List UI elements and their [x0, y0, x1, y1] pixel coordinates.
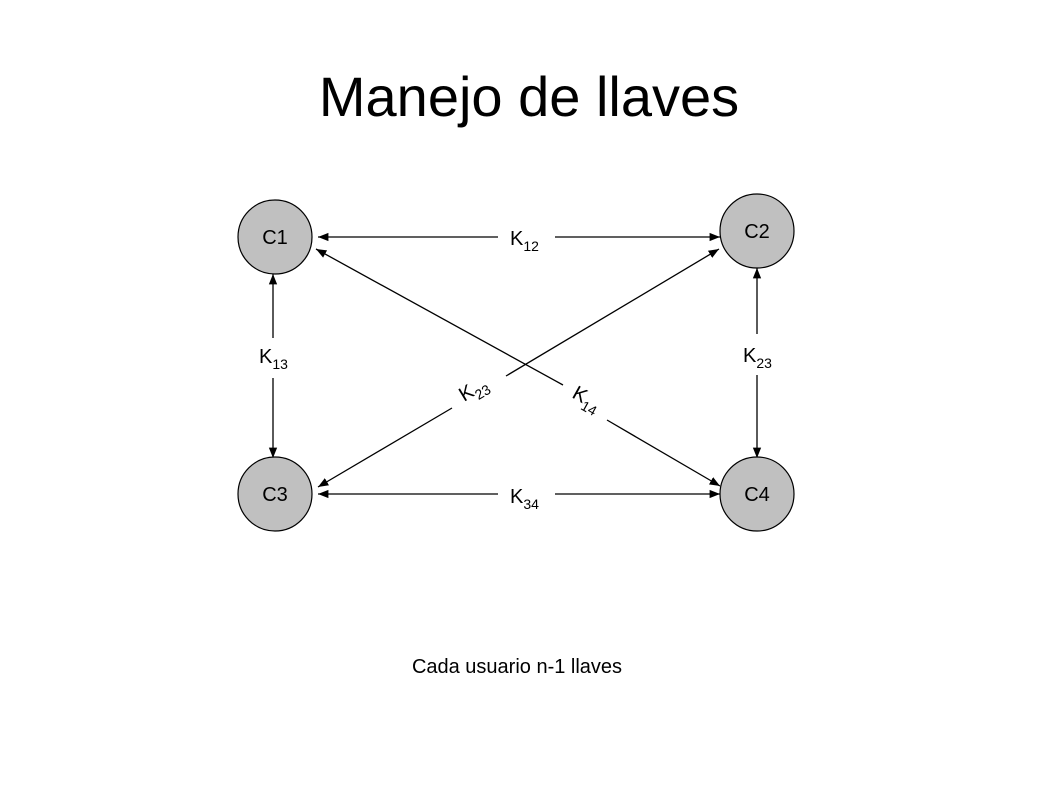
node-c1: C1	[237, 199, 313, 275]
page-title: Manejo de llaves	[318, 65, 740, 128]
edge-label-k34: K34	[510, 486, 539, 512]
edge-label-k23-diagonal: K23	[455, 372, 493, 409]
node-c4: C4	[719, 456, 795, 532]
edge-label-k14: K14	[567, 382, 605, 419]
node-label: C1	[262, 227, 288, 249]
edge-c2-c3	[317, 407, 453, 488]
node-label: C2	[744, 221, 770, 243]
node-label: C3	[262, 484, 288, 506]
node-label: C4	[744, 484, 770, 506]
edge-label-k23: K23	[743, 345, 772, 371]
edge-c2-c3	[505, 248, 720, 377]
node-c2: C2	[719, 193, 795, 269]
node-c3: C3	[237, 456, 313, 532]
edge-c1-c4	[606, 419, 721, 487]
edge-c1-c4	[315, 248, 564, 386]
edge-label-k13: K13	[259, 346, 288, 372]
edge-label-k12: K12	[510, 228, 539, 254]
footer-note: Cada usuario n-1 llaves	[411, 656, 623, 678]
